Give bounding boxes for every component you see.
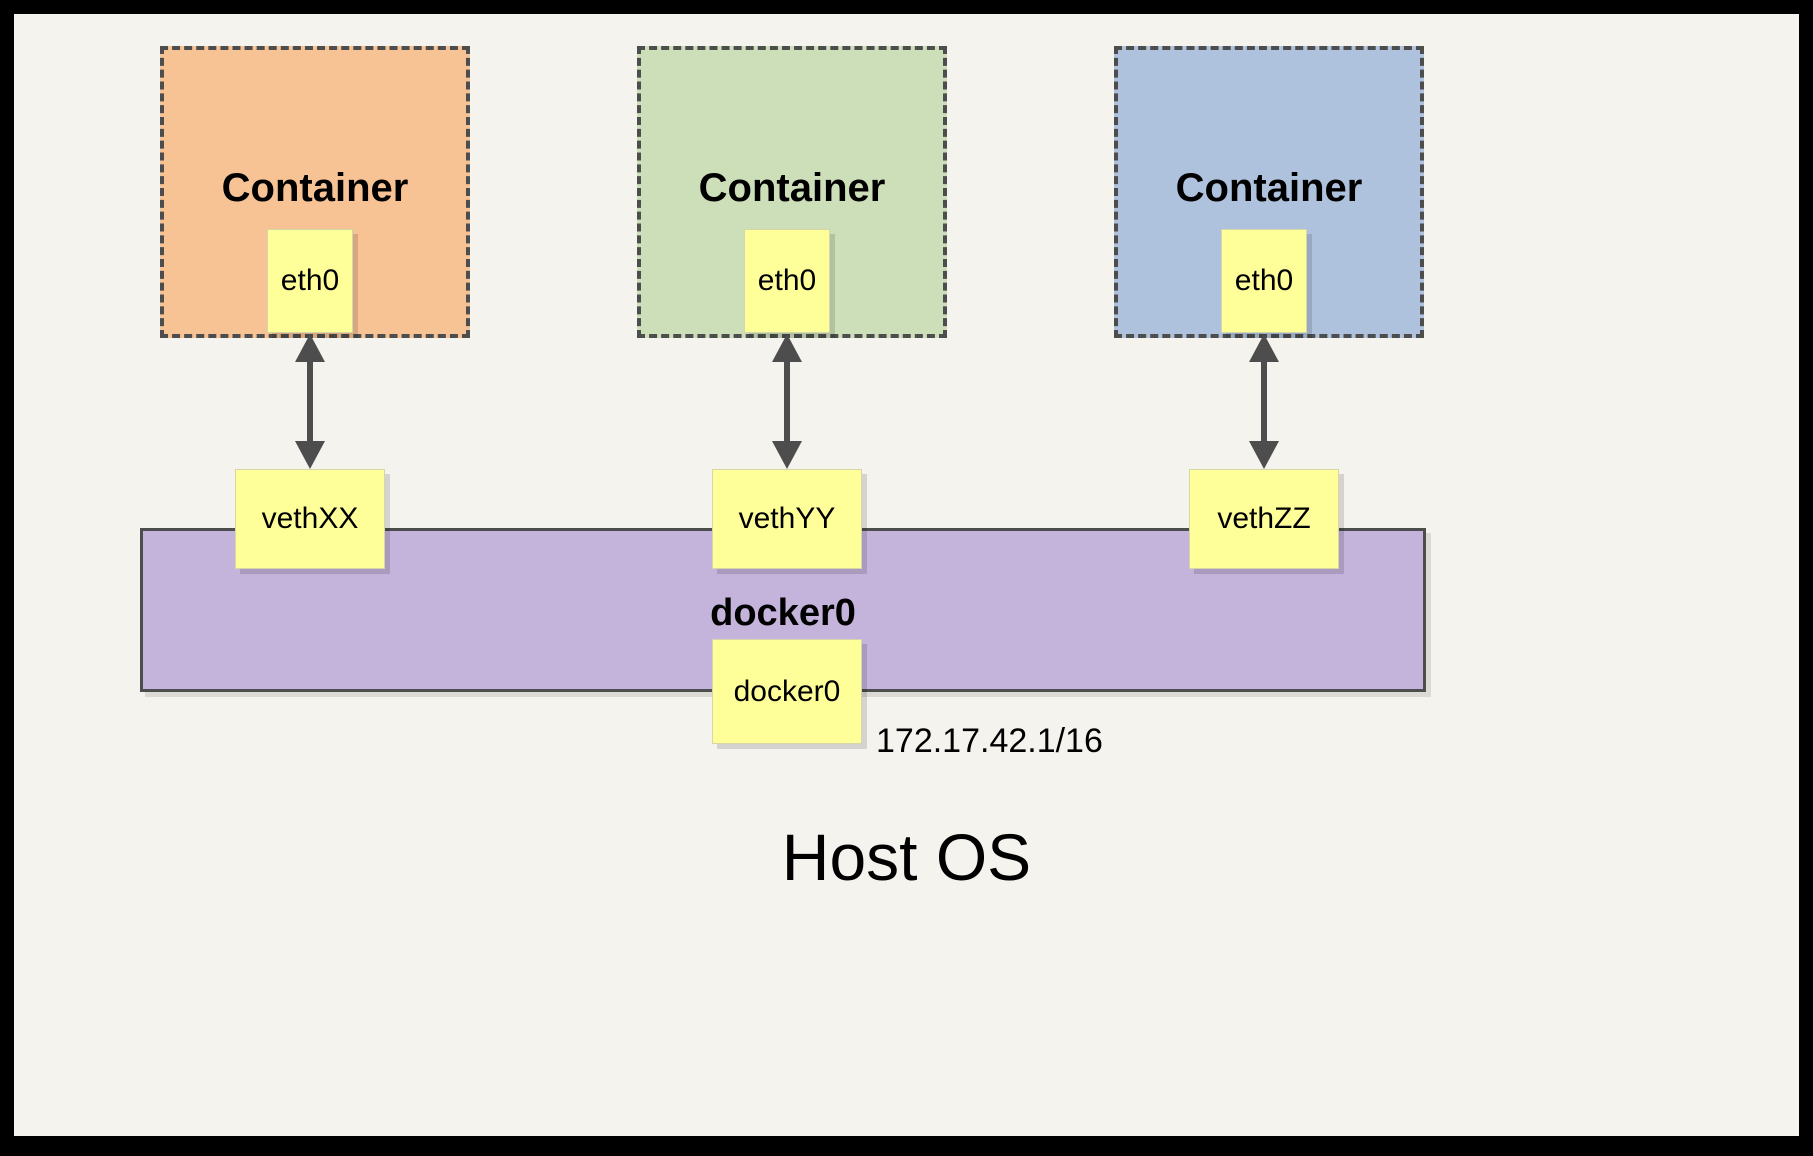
veth-label-3: vethZZ	[1217, 502, 1311, 535]
docker0-bridge-title: docker0	[710, 592, 856, 634]
docker0-interface-label: docker0	[733, 674, 841, 708]
container-title-1: Container	[221, 166, 409, 210]
container-title-3: Container	[1175, 166, 1363, 210]
container-eth0-label-3: eth0	[1234, 264, 1294, 297]
veth-box-2[interactable]: vethYY	[712, 469, 862, 569]
container-eth0-box-3[interactable]: eth0	[1221, 229, 1307, 333]
container-eth0-label-1: eth0	[280, 264, 340, 297]
link-arrow-1	[295, 334, 325, 469]
docker0-ip-address: 172.17.42.1/16	[876, 722, 1103, 760]
link-arrow-3	[1249, 334, 1279, 469]
veth-box-1[interactable]: vethXX	[235, 469, 385, 569]
container-title-2: Container	[698, 166, 886, 210]
diagram-surface: Container eth0 Container eth0 Container …	[14, 14, 1799, 1136]
container-eth0-box-2[interactable]: eth0	[744, 229, 830, 333]
host-os-label: Host OS	[781, 820, 1032, 894]
container-box-3[interactable]	[1114, 46, 1424, 338]
veth-box-3[interactable]: vethZZ	[1189, 469, 1339, 569]
link-arrow-2	[772, 334, 802, 469]
veth-label-1: vethXX	[261, 502, 359, 535]
container-eth0-label-2: eth0	[757, 264, 817, 297]
docker0-interface-box[interactable]: docker0	[712, 639, 862, 744]
veth-label-2: vethYY	[738, 502, 836, 535]
container-eth0-box-1[interactable]: eth0	[267, 229, 353, 333]
